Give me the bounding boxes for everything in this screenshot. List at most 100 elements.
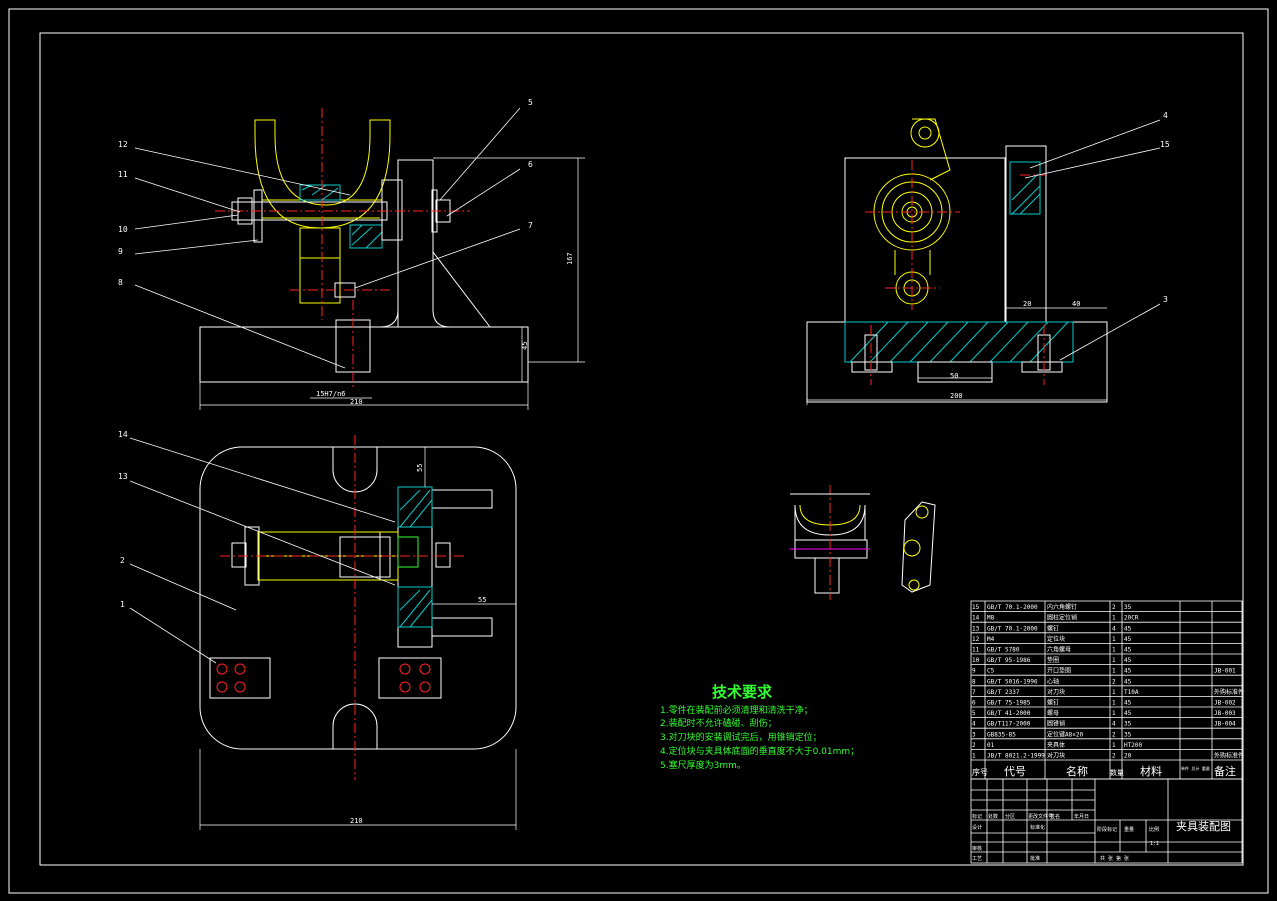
bom-cell: GB/T 70.1-2000 — [987, 604, 1038, 611]
bom-cell: 1 — [1112, 615, 1116, 622]
bom-cell: 圆锥销 — [1047, 720, 1065, 728]
tech-req-2: 2.装配时不允许磕碰、刮伤； — [660, 717, 777, 729]
callout-15: 15 — [1160, 140, 1170, 149]
side-centerlines — [865, 160, 1045, 385]
callout-13: 13 — [118, 472, 128, 481]
tb-label-design: 设计 — [972, 824, 982, 831]
bom-cell: JB-001 — [1214, 668, 1236, 675]
side-view — [806, 118, 1108, 403]
bom-cell: 5 — [972, 710, 976, 717]
dim-fit: 15H7/n6 — [316, 390, 346, 398]
bom-cell: 六角螺母 — [1047, 646, 1071, 654]
bom-table — [970, 600, 1243, 780]
top-leaders — [129, 437, 396, 664]
bom-cell: JB-004 — [1214, 721, 1236, 728]
callout-4: 4 — [1163, 111, 1168, 120]
top-dimensions — [199, 447, 517, 830]
callout-1: 1 — [120, 600, 125, 609]
front-centerlines — [215, 108, 470, 390]
dim-200: 200 — [950, 392, 963, 400]
front-view — [199, 119, 529, 383]
bom-header-remark: 备注 — [1214, 764, 1236, 778]
tech-req-4: 4.定位块与夹具体底面的垂直度不大于0.01mm； — [660, 745, 859, 757]
title-block-text: 夹具装配图 标记 处数 分区 更改文件号 签名 年月日 设计 标准化 阶段标记 … — [972, 813, 1231, 862]
bom-cell: 2 — [972, 742, 976, 749]
callout-11: 11 — [118, 170, 128, 179]
callout-8: 8 — [118, 278, 123, 287]
dim-55-right: 55 — [478, 596, 486, 604]
outer-frame — [8, 8, 1269, 894]
bom-cell: 10 — [972, 657, 980, 664]
bom-cell: 45 — [1124, 700, 1132, 707]
callout-7: 7 — [528, 221, 533, 230]
top-centerlines — [220, 435, 465, 780]
callout-3: 3 — [1163, 295, 1168, 304]
bom-cell: GB/T117-2000 — [987, 721, 1031, 728]
bom-cell: GB/T 5780 — [987, 647, 1020, 654]
dim-width-210: 210 — [350, 398, 363, 406]
bom-cell: 45 — [1124, 710, 1132, 717]
top-base — [199, 446, 517, 750]
bom-cell: JB-002 — [1214, 700, 1236, 707]
bom-cell: 1 — [1112, 700, 1116, 707]
tech-requirements: 技术要求 1.零件在装配前必须清理和清洗干净； 2.装配时不允许磕碰、刮伤； 3… — [660, 683, 859, 771]
bom-cell: C5 — [987, 668, 995, 675]
dim-base-45: 45 — [521, 342, 529, 350]
bom-cell: 1 — [1112, 647, 1116, 654]
bom-cell: 心轴 — [1047, 677, 1059, 685]
dim-210-bottom: 210 — [350, 817, 363, 825]
bom-cell: 2 — [1112, 604, 1116, 611]
bom-cell: JB-003 — [1214, 710, 1236, 717]
bom-cell: 4 — [1112, 625, 1116, 632]
dim-20: 20 — [1023, 300, 1031, 308]
bom-cell: GB/T 95-1986 — [987, 657, 1031, 664]
bom-cell: 1 — [1112, 636, 1116, 643]
bom-cell: 20 — [1124, 753, 1132, 760]
bom-cell: HT200 — [1124, 742, 1142, 749]
bom-header-name: 名称 — [1066, 764, 1088, 778]
tech-req-3: 3.对刀块的安装调试完后，用锥销定位； — [660, 731, 822, 743]
bom-cell: 1 — [1112, 668, 1116, 675]
top-dim-text: 55 55 210 — [350, 464, 486, 825]
bom-cell: 定位键A8×20 — [1047, 730, 1083, 738]
side-dimensions — [806, 307, 1107, 405]
bom-cell: 开口垫圈 — [1047, 667, 1071, 675]
front-dimensions — [199, 157, 585, 410]
bom-cell: 45 — [1124, 647, 1132, 654]
bom-cell: 1 — [1112, 689, 1116, 696]
bom-cell: 2 — [1112, 753, 1116, 760]
bom-cell: 6 — [972, 700, 976, 707]
dim-50: 50 — [950, 372, 958, 380]
bom-header-weight: 单件 总计 重量 — [1181, 765, 1210, 771]
tb-label-count: 处数 — [988, 813, 998, 820]
tb-label-scale: 比例 — [1149, 826, 1159, 833]
bom-cell: 35 — [1124, 604, 1132, 611]
tb-label-sign: 签名 — [1050, 813, 1060, 820]
title-block — [970, 778, 1243, 864]
bom-cell: GB/T 2337 — [987, 689, 1020, 696]
bom-cell: 4 — [972, 721, 976, 728]
tb-label-sheets: 共 张 第 张 — [1100, 855, 1129, 862]
front-dim-text: 167 45 15H7/n6 210 — [316, 252, 574, 406]
bom-cell: 45 — [1124, 657, 1132, 664]
bom-cell: 1 — [1112, 742, 1116, 749]
front-leaders — [134, 107, 521, 369]
bom-cell: 3 — [972, 731, 976, 738]
callout-10: 10 — [118, 225, 128, 234]
bom-cell: 45 — [1124, 625, 1132, 632]
inner-frame — [39, 32, 1244, 866]
tb-label-zone: 分区 — [1005, 813, 1015, 820]
tb-label-mark: 标记 — [972, 813, 982, 820]
bom-cell: 8 — [972, 678, 976, 685]
bom-header-qty: 数量 — [1110, 768, 1124, 777]
tb-label-review: 审核 — [972, 845, 982, 852]
bom-header: 序号 代号 名称 数量 材料 单件 总计 重量 备注 — [972, 764, 1236, 778]
bom-cell: 定位块 — [1047, 635, 1065, 643]
tech-req-1: 1.零件在装配前必须清理和清洗干净； — [660, 704, 813, 716]
bom-cell: 圆柱定位销 — [1047, 614, 1077, 622]
bom-cell: 2 — [1112, 678, 1116, 685]
bom-cell: 20CR — [1124, 615, 1139, 622]
bom-cell: 45 — [1124, 668, 1132, 675]
bom-cell: 35 — [1124, 731, 1132, 738]
